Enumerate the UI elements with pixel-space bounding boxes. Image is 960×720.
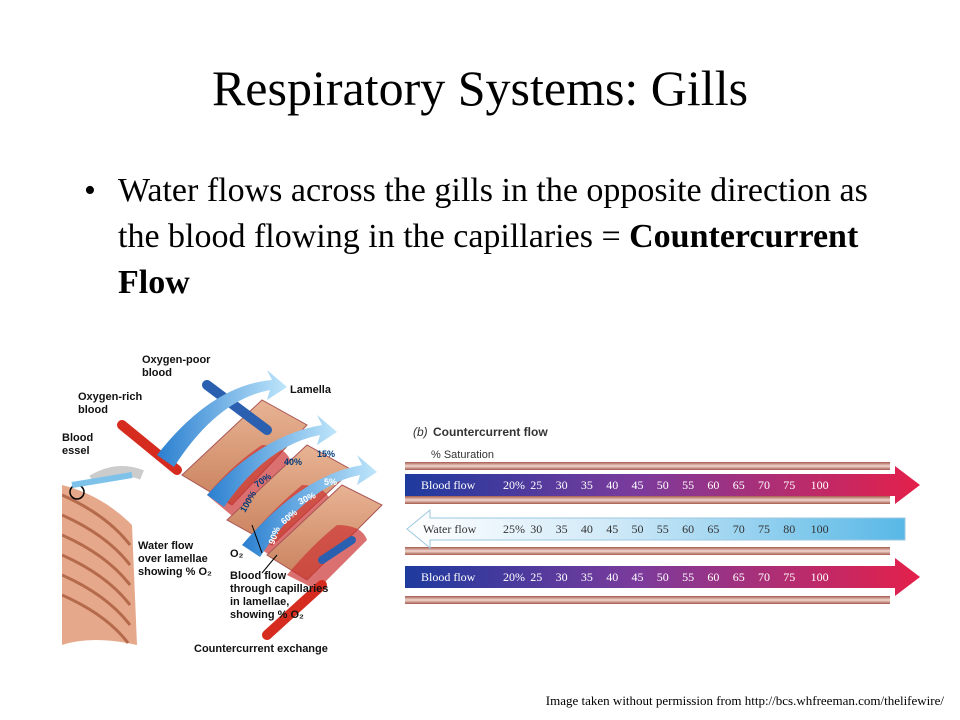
saturation-value: 70 (758, 478, 770, 492)
saturation-value: 25 (530, 570, 542, 584)
blood-flow-arrow (405, 466, 920, 504)
saturation-value: 55 (657, 522, 669, 536)
flow-row-1: Blood flow 20% 25 30 35 40 45 50 55 60 65 70 75 100 (405, 466, 920, 504)
vessel-wall-mid-2 (405, 547, 890, 555)
saturation-value: 60 (707, 478, 719, 492)
label-oxygen-rich-1: Oxygen-rich (78, 391, 142, 403)
saturation-value: 70 (733, 522, 745, 536)
saturation-value: 30 (530, 522, 542, 536)
label-oxygen-poor-2: blood (142, 367, 172, 379)
gill-illustration: 100% 70% 40% 15% 90% 60% 30% 5% Oxygen-p… (62, 354, 383, 655)
saturation-value: 65 (707, 522, 719, 536)
slide-title: Respiratory Systems: Gills (211, 60, 749, 116)
vessel-wall-mid-1 (405, 496, 890, 504)
saturation-value: 60 (707, 570, 719, 584)
saturation-value: 75 (758, 522, 770, 536)
saturation-value: 35 (581, 478, 593, 492)
image-credit: Image taken without permission from http… (545, 693, 944, 708)
flow-row-label: Water flow (423, 522, 477, 536)
panel-letter: (b) (413, 425, 428, 439)
water-pct-15: 15% (317, 449, 335, 459)
saturation-value: 20% (503, 570, 525, 584)
label-oxygen-rich-2: blood (78, 404, 108, 416)
saturation-value: 100 (811, 478, 829, 492)
flow-row-label: Blood flow (421, 570, 476, 584)
blood-pct-5: 5% (324, 477, 337, 487)
saturation-value: 35 (581, 570, 593, 584)
label-oxygen-poor-1: Oxygen-poor (142, 354, 211, 366)
gill-filaments (62, 466, 144, 645)
vessel-wall-top (405, 462, 890, 470)
countercurrent-flow-diagram: (b) Countercurrent flow % Saturation Blo… (405, 425, 920, 604)
label-blood-flow-4: showing % O₂ (230, 609, 304, 621)
flow-row-2: Water flow 25% 30 35 40 45 50 55 60 65 70 75 80 100 (406, 508, 906, 550)
saturation-value: 30 (556, 570, 568, 584)
bullet-dot: • (84, 172, 96, 209)
bullet-body: Water flows across the gills in the oppo… (118, 172, 868, 255)
label-vessel-1: Blood (62, 432, 93, 444)
saturation-value: 75 (783, 478, 795, 492)
saturation-value: 30 (556, 478, 568, 492)
label-water-flow-1: Water flow (138, 540, 194, 552)
saturation-subtitle: % Saturation (431, 449, 494, 461)
label-lamella: Lamella (290, 384, 332, 396)
saturation-value: 70 (758, 570, 770, 584)
saturation-value: 45 (632, 478, 644, 492)
saturation-value: 35 (556, 522, 568, 536)
label-o2: O₂ (230, 548, 244, 560)
saturation-value: 55 (682, 570, 694, 584)
saturation-value: 50 (657, 570, 669, 584)
saturation-value: 100 (811, 522, 829, 536)
label-vessel-2: essel (62, 445, 90, 457)
flow-row-label: Blood flow (421, 478, 476, 492)
saturation-value: 65 (733, 570, 745, 584)
label-water-flow-2: over lamellae (138, 553, 208, 565)
saturation-value: 80 (783, 522, 795, 536)
gill-labels: Oxygen-poor blood Oxygen-rich blood Bloo… (62, 354, 332, 655)
water-flow-arrow (406, 508, 906, 550)
bullet-emphasis: Countercurrent Flow (118, 218, 859, 301)
saturation-value: 50 (632, 522, 644, 536)
saturation-value: 40 (581, 522, 593, 536)
saturation-value: 40 (606, 478, 618, 492)
saturation-value: 45 (606, 522, 618, 536)
saturation-value: 100 (811, 570, 829, 584)
water-pct-40: 40% (284, 457, 302, 467)
saturation-value: 25 (530, 478, 542, 492)
label-countercurrent-exchange: Countercurrent exchange (194, 643, 328, 655)
saturation-value: 55 (682, 478, 694, 492)
bullet-text: Water flows across the gills in the oppo… (118, 168, 884, 306)
bullet-point: • Water flows across the gills in the op… (84, 168, 884, 306)
label-blood-flow-3: in lamellae, (230, 596, 289, 608)
saturation-value: 50 (657, 478, 669, 492)
saturation-value: 45 (632, 570, 644, 584)
flow-panel-title: Countercurrent flow (433, 425, 548, 439)
label-water-flow-3: showing % O₂ (138, 566, 212, 578)
label-blood-flow-2: through capillaries (230, 583, 328, 595)
saturation-value: 65 (733, 478, 745, 492)
vessel-wall-bottom (405, 596, 890, 604)
blood-flow-arrow (405, 558, 920, 596)
saturation-value: 20% (503, 478, 525, 492)
saturation-value: 25% (503, 522, 525, 536)
flow-row-3: Blood flow 20% 25 30 35 40 45 50 55 60 65 70 75 100 (405, 558, 920, 596)
saturation-value: 40 (606, 570, 618, 584)
saturation-value: 60 (682, 522, 694, 536)
water-flow-arrows (157, 370, 377, 557)
saturation-value: 75 (783, 570, 795, 584)
label-blood-flow-1: Blood flow (230, 570, 287, 582)
